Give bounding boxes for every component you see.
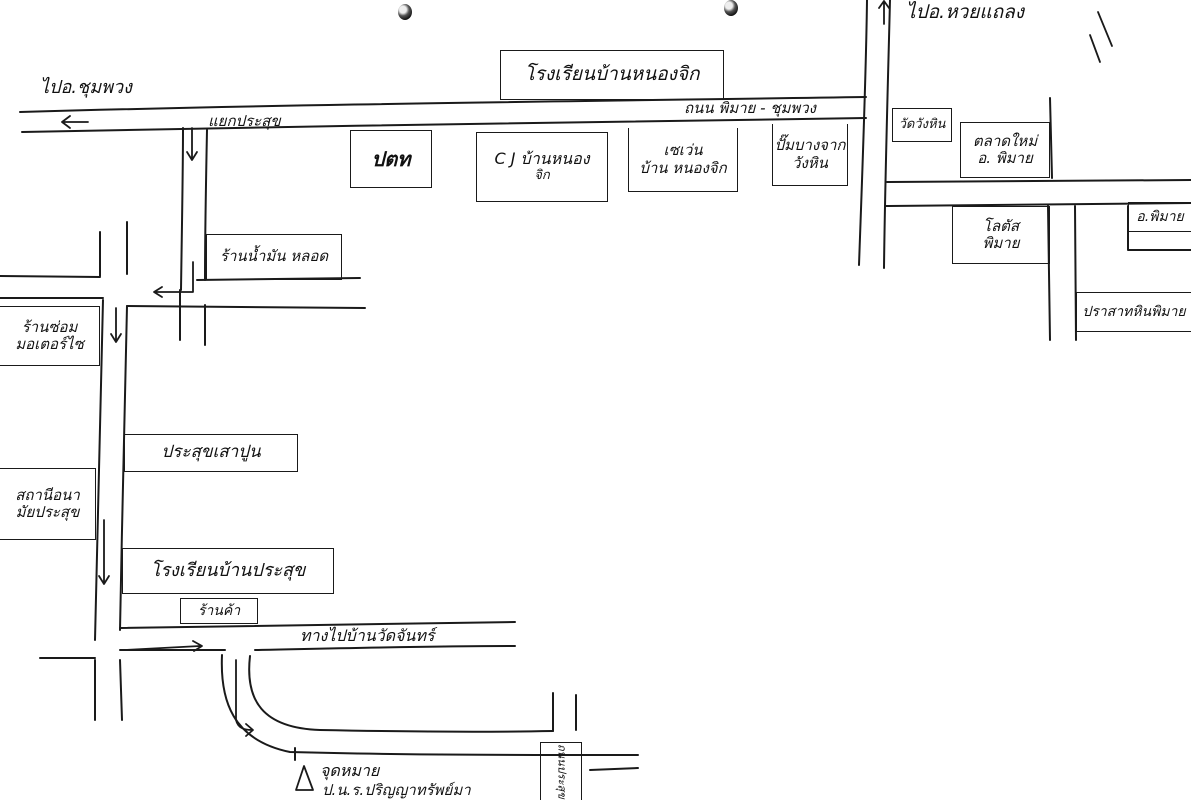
small-shop-label: ร้านค้า <box>197 602 241 619</box>
road-lines <box>0 0 1191 771</box>
motorcycle-line2: มอเตอร์ไซ <box>15 335 84 353</box>
wat-chan-road-bottom <box>254 645 516 651</box>
arrow-down-icon <box>186 127 198 161</box>
school-nong-chik-box: โรงเรียนบ้านหนองจิก <box>500 50 724 100</box>
health-line2: มัยประสุข <box>15 503 80 521</box>
arrow-down-icon <box>110 307 122 343</box>
wat-wang-hin-box: วัดวังหิน <box>892 108 952 142</box>
pump-label-line2: วังหิน <box>792 153 828 172</box>
south-road-left-edge <box>180 127 184 291</box>
curve-road-inner <box>248 655 554 733</box>
ptt-logo-label: ปตท <box>371 146 411 171</box>
arrow-right-icon <box>124 640 203 652</box>
wat-chan-road-top <box>119 621 516 629</box>
pump-wang-hin-box: ปั๊มบางจาก วังหิน <box>772 124 848 186</box>
to-huai-thalaeng-label: ไปอ.หวยแถลง <box>906 1 1025 23</box>
arrow-north-icon <box>878 0 890 25</box>
to-chumphuang-label: ไปอ.ชุมพวง <box>40 77 132 98</box>
pump-label-line1: ปั๊มบางจาก <box>774 136 846 155</box>
right-road-left-edge <box>858 0 868 266</box>
cement-shop-box: ประสุขเสาปูน <box>124 434 298 472</box>
new-market-box: ตลาดใหม่ อ. พิมาย <box>960 122 1050 178</box>
arrow-curve-icon <box>235 659 254 737</box>
school-nong-chik-label: โรงเรียนบ้านหนองจิก <box>524 63 700 86</box>
destination-sub-label: ป.น.ร.ปริญญาทรัพย์มา <box>322 781 471 799</box>
lotus-box: โลตัส พิมาย <box>952 206 1050 264</box>
health-line1: สถานีอนา <box>15 485 80 504</box>
oil-shop-box: ร้านน้ำมัน หลอด <box>206 234 342 280</box>
motorcycle-line1: ร้านซ่อม <box>21 317 78 336</box>
cj-label-line1: C J บ้านหนอง <box>494 149 590 169</box>
school-prasuk-box: โรงเรียนบ้านประสุข <box>122 548 334 594</box>
destination-label: จุดหมาย <box>320 761 380 780</box>
south-road-right-edge <box>204 129 208 281</box>
seven-eleven-box: เซเว่น บ้าน หนองจิก <box>628 128 738 192</box>
cement-shop-label: ประสุขเสาปูน <box>161 442 261 463</box>
new-market-line1: ตลาดใหม่ <box>972 131 1038 150</box>
motorcycle-shop-box: ร้านซ่อม มอเตอร์ไซ <box>0 306 100 366</box>
prasuk-junction-label: แยกประสุข <box>208 112 281 130</box>
school-prasuk-label: โรงเรียนบ้านประสุข <box>150 559 306 581</box>
destination-triangle-icon <box>295 765 314 791</box>
arrow-down-icon <box>98 519 110 585</box>
small-shop-box: ร้านค้า <box>180 598 258 624</box>
curve-road-outer <box>220 654 639 756</box>
seven-label-line1: เซเว่น <box>663 141 703 160</box>
prasat-label: ปราสาทหินพิมาย <box>1082 303 1186 320</box>
pin-icon <box>398 4 412 20</box>
lotus-line2: พิมาย <box>982 234 1020 252</box>
main-south-road-right <box>119 305 128 631</box>
highway-label: ถนน พิมาย - ชุมพวง <box>684 99 816 117</box>
highway-top-edge <box>19 96 867 113</box>
lotus-line1: โลตัส <box>982 216 1020 235</box>
roadside-sign-label: ถนนประสุข <box>555 744 569 799</box>
oil-shop-label: ร้านน้ำมัน หลอด <box>219 247 329 266</box>
district-box: อ.พิมาย <box>1128 202 1191 232</box>
ptt-logo-box: ปตท <box>350 130 432 188</box>
right-road-right-edge <box>883 0 891 269</box>
district-label: อ.พิมาย <box>1136 208 1184 225</box>
roadside-sign-box: ถนนประสุข <box>540 742 582 800</box>
direction-arrows <box>61 0 1113 791</box>
arrow-turn-icon <box>153 261 194 298</box>
cj-box: C J บ้านหนอง จิก <box>476 132 608 202</box>
health-station-box: สถานีอนา มัยประสุข <box>0 468 96 540</box>
pin-icon <box>724 0 738 16</box>
cj-label-line2: จิก <box>534 167 550 183</box>
main-south-road-left <box>94 299 104 641</box>
wat-chan-road-label: ทางไปบ้านวัดจันทร์ <box>300 626 435 645</box>
new-market-line2: อ. พิมาย <box>977 149 1033 167</box>
prasat-box: ปราสาทหินพิมาย <box>1076 292 1191 332</box>
wat-wang-hin-label: วัดวังหิน <box>898 116 946 132</box>
highway-bottom-edge <box>21 117 867 133</box>
seven-label-line2: บ้าน หนองจิก <box>639 158 727 177</box>
arrow-west-icon <box>61 115 89 129</box>
